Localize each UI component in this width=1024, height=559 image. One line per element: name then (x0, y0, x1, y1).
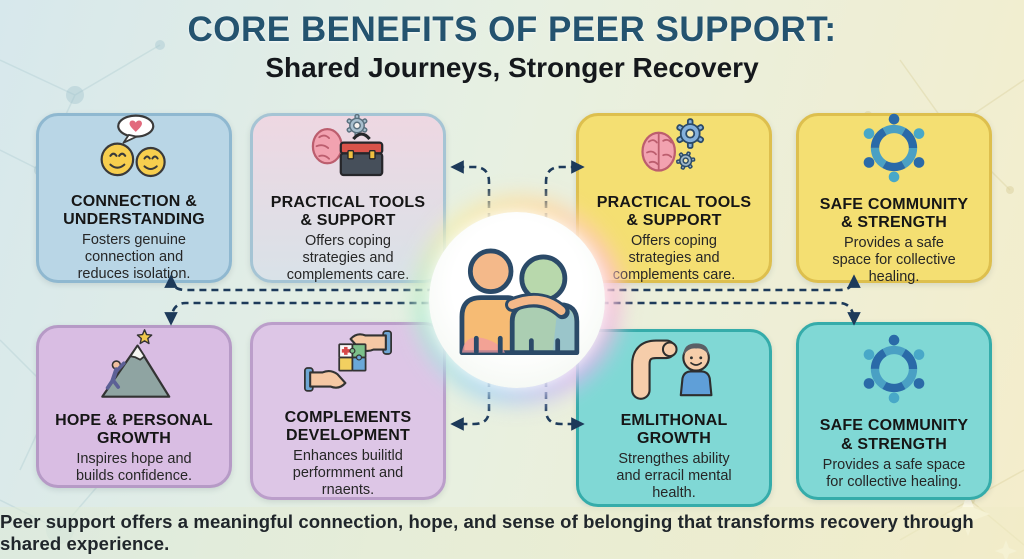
community-circle-icon (856, 331, 932, 412)
card-hope-personal-growth: HOPE & PERSONAL GROWTH Inspires hope and… (36, 325, 232, 488)
card-title: SAFE COMMUNITY & STRENGTH (819, 417, 969, 453)
card-safe-community-bottom: SAFE COMMUNITY & STRENGTH Provides a saf… (796, 322, 992, 500)
card-body: Strengthes ability and erracil mental he… (616, 451, 732, 502)
footer-text: Peer support offers a meaningful connect… (0, 511, 974, 554)
card-title: PRACTICAL TOOLS & SUPPORT (596, 194, 752, 230)
hands-puzzle-cross-icon (304, 323, 392, 404)
two-people-embrace-icon (459, 248, 580, 356)
card-body: Fosters genuine connection and reduces i… (77, 232, 191, 283)
mountain-climber-star-icon (90, 328, 178, 407)
footer-banner: Peer support offers a meaningful connect… (0, 507, 1024, 559)
card-body: Offers coping strategies and complements… (612, 233, 736, 284)
card-title: EMLITHONAL GROWTH (620, 412, 728, 448)
card-body: Enhances builitld performment and rnaent… (292, 448, 404, 499)
header: CORE BENEFITS OF PEER SUPPORT: Shared Jo… (0, 10, 1024, 84)
community-circle-icon (856, 110, 932, 191)
card-title: PRACTICAL TOOLS & SUPPORT (270, 194, 426, 230)
card-emotional-growth: EMLITHONAL GROWTH Strengthes ability and… (576, 329, 772, 507)
center-circle (429, 212, 605, 388)
card-connection-understanding: CONNECTION & UNDERSTANDING Fosters genui… (36, 113, 232, 283)
flex-arm-person-icon (627, 334, 721, 407)
card-title: CONNECTION & UNDERSTANDING (63, 193, 205, 229)
card-title: HOPE & PERSONAL GROWTH (55, 411, 213, 448)
card-body: Inspires hope and builds confidence. (75, 451, 193, 485)
smileys-heart-bubble-icon (90, 113, 178, 188)
brain-toolbox-icon (303, 112, 393, 189)
card-title: COMPLEMENTS DEVELOPMENT (284, 409, 412, 445)
card-body: Provides a safe space for collective hea… (822, 456, 966, 490)
center-badge (412, 195, 622, 405)
card-complements-development: COMPLEMENTS DEVELOPMENT Enhances builitl… (250, 322, 446, 500)
card-safe-community-top: SAFE COMMUNITY & STRENGTH Provides a saf… (796, 110, 992, 286)
card-body: Provides a safe space for collective hea… (832, 235, 956, 286)
card-title: SAFE COMMUNITY & STRENGTH (819, 196, 969, 232)
card-body: Offers coping strategies and complements… (286, 233, 410, 284)
brain-gears-icon (629, 112, 719, 189)
page-subtitle: Shared Journeys, Stronger Recovery (265, 51, 759, 83)
page-title: CORE BENEFITS OF PEER SUPPORT: (187, 10, 837, 49)
